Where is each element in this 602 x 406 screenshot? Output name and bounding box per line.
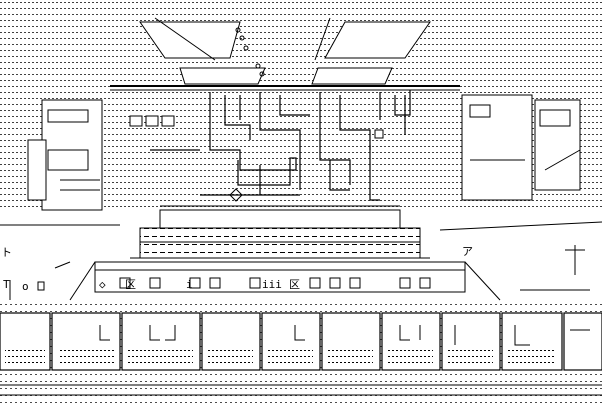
diamond-link xyxy=(205,188,260,202)
right-building xyxy=(461,94,581,201)
glyph-a: ア xyxy=(462,245,473,258)
center-windows xyxy=(129,115,384,139)
bottom-lines xyxy=(0,384,602,396)
bubbles xyxy=(235,27,265,77)
slopes xyxy=(0,221,602,301)
left-figures xyxy=(9,261,71,300)
panel-dots xyxy=(5,345,556,365)
glyph-i: i xyxy=(186,278,193,291)
middle-stairs xyxy=(130,227,430,259)
glyph-to: ト xyxy=(1,246,12,259)
glyph-box-1: 区 xyxy=(125,278,136,291)
glyph-t: T xyxy=(3,278,10,291)
central-network xyxy=(150,90,411,201)
glyph-diamond: ◇ xyxy=(99,278,106,291)
train-body xyxy=(94,261,466,293)
glyph-box-2: 区 xyxy=(289,278,300,291)
right-figures xyxy=(520,245,590,291)
roof-structure xyxy=(139,17,431,85)
glyph-o: o xyxy=(22,280,29,293)
main-band xyxy=(110,85,460,91)
glyph-iii: iii xyxy=(262,278,282,291)
left-building xyxy=(27,99,103,211)
